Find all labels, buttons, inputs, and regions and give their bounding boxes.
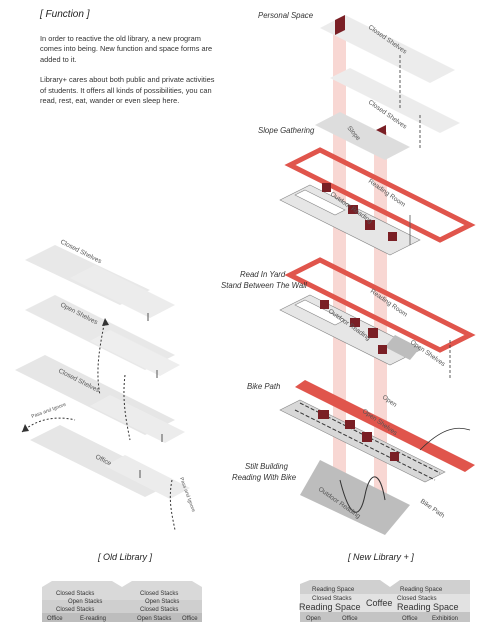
bike-route-line bbox=[294, 409, 436, 481]
arrow-icon bbox=[22, 424, 29, 432]
caption-new-library: [ New Library + ] bbox=[348, 552, 414, 562]
old-path-line bbox=[169, 479, 176, 531]
old-section-roof bbox=[42, 581, 202, 600]
red-block bbox=[345, 420, 355, 429]
red-outline-level-2 bbox=[284, 257, 476, 353]
old-section-text: E-reading bbox=[80, 616, 106, 622]
label-stand-between-wall: Stand Between The Wall bbox=[221, 281, 307, 290]
old-section-text: Office bbox=[182, 616, 198, 622]
new-floor-closed-shelves bbox=[330, 68, 460, 133]
old-section-text: Office bbox=[47, 616, 63, 622]
old-section-text: Open Stacks bbox=[68, 599, 102, 605]
caption-old-library: [ Old Library ] bbox=[98, 552, 153, 562]
new-section-ground bbox=[300, 612, 470, 622]
new-section-roof bbox=[300, 580, 470, 594]
old-library-section: Closed Stacks Closed Stacks Open Stacks … bbox=[42, 581, 202, 622]
old-section-ground bbox=[42, 613, 202, 622]
outdoor-reading-patch bbox=[294, 299, 346, 326]
function-paragraph-2: Library+ cares about both public and pri… bbox=[40, 75, 215, 106]
old-section-text: Open Stacks bbox=[145, 599, 179, 605]
label-read-in-yard: Read In Yard bbox=[240, 270, 286, 279]
new-section-body bbox=[300, 594, 470, 612]
red-bike-path-band bbox=[295, 380, 475, 472]
red-block bbox=[390, 452, 399, 461]
new-section-text: Reading Space bbox=[312, 586, 355, 593]
red-block bbox=[368, 328, 378, 338]
red-block bbox=[318, 410, 329, 419]
label-reading-with-bike: Reading With Bike bbox=[232, 473, 297, 482]
new-floor-slope bbox=[315, 112, 410, 160]
new-section-text: Coffee bbox=[366, 598, 392, 608]
label-slope-gathering: Slope Gathering bbox=[258, 126, 315, 135]
old-section-text: Closed Stacks bbox=[56, 591, 94, 597]
red-block bbox=[320, 300, 329, 309]
old-path-line bbox=[97, 319, 106, 396]
new-section-text: Office bbox=[342, 616, 358, 622]
red-block bbox=[362, 432, 372, 442]
red-block bbox=[388, 232, 397, 241]
function-paragraph-1: In order to reactive the old library, a … bbox=[40, 34, 213, 64]
old-floor-1b bbox=[70, 265, 175, 318]
red-block bbox=[378, 345, 387, 354]
old-section-text: Closed Stacks bbox=[140, 591, 178, 597]
old-section-text: Closed Stacks bbox=[140, 607, 178, 613]
old-section-text: Open Stacks bbox=[137, 616, 171, 622]
old-floor-4b bbox=[105, 455, 190, 499]
label-personal-space: Personal Space bbox=[258, 11, 314, 20]
red-block bbox=[350, 318, 360, 327]
function-description: In order to reactive the old library, a … bbox=[40, 34, 215, 116]
old-section-text: Closed Stacks bbox=[56, 607, 94, 613]
label-bike-path: Bike Path bbox=[247, 382, 281, 391]
new-section-text: Closed Stacks bbox=[397, 595, 437, 602]
new-floor-stilt-ground bbox=[300, 460, 410, 535]
new-section-text: Open bbox=[306, 616, 321, 622]
new-library-axonometric: Closed Shelves Closed Shelves Slope Read… bbox=[279, 15, 476, 535]
label-stilt-building: Stilt Building bbox=[245, 462, 288, 471]
red-block bbox=[365, 220, 375, 230]
old-library-axonometric: Closed Shelves Open Shelves Closed Shelv… bbox=[15, 239, 196, 531]
curved-path bbox=[419, 427, 471, 451]
new-section-text: Office bbox=[402, 616, 418, 622]
new-section-text: Reading Space bbox=[400, 586, 443, 593]
new-floor-personal bbox=[320, 15, 455, 83]
red-block bbox=[322, 183, 331, 192]
stilt-path-curve bbox=[339, 476, 386, 513]
new-section-text: Closed Stacks bbox=[312, 595, 352, 602]
old-floor-3b bbox=[90, 395, 185, 443]
old-label-pass-ignore-2: Pass and Ignore bbox=[178, 477, 196, 513]
outdoor-reading-patch bbox=[294, 189, 346, 216]
vertical-shaft-left bbox=[333, 22, 346, 497]
function-title: [ Function ] bbox=[40, 9, 90, 20]
new-library-section: Reading Space Reading Space Closed Stack… bbox=[299, 580, 470, 622]
old-floor-2b bbox=[90, 330, 180, 376]
new-section-text: Exhibition bbox=[432, 616, 458, 622]
red-block bbox=[335, 15, 345, 35]
arrow-icon bbox=[102, 318, 109, 326]
floor-label-bike-path: Bike Path bbox=[419, 498, 446, 520]
new-section-text: Reading Space bbox=[397, 602, 459, 612]
old-label-pass-ignore-1: Pass and Ignore bbox=[31, 402, 67, 420]
new-section-text: Reading Space bbox=[299, 602, 361, 612]
red-block bbox=[348, 205, 358, 214]
red-outline-level-1 bbox=[284, 147, 476, 243]
gray-block bbox=[385, 335, 420, 360]
